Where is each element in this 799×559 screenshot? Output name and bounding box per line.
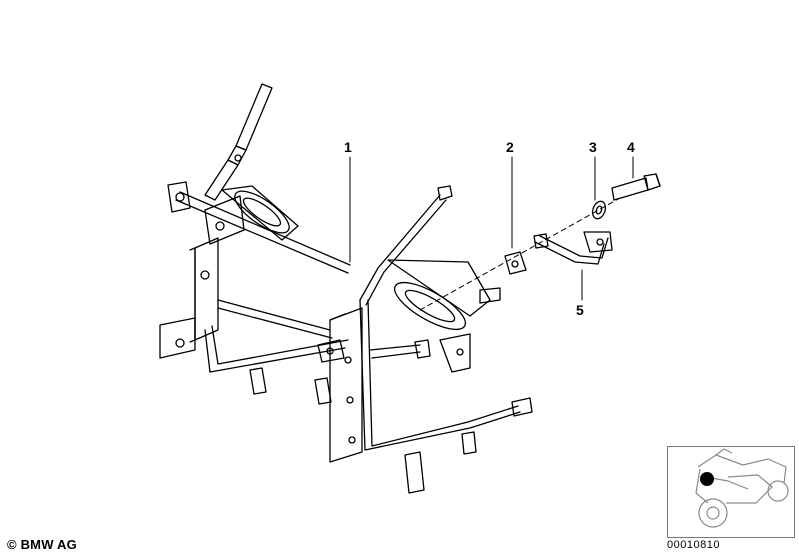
instrument-carrier-frame [159, 83, 533, 494]
motorcycle-icon [695, 448, 789, 528]
leader-lines [349, 156, 634, 311]
location-marker [700, 472, 714, 486]
callout-1: 1 [344, 139, 352, 155]
callout-4: 4 [627, 139, 635, 155]
clip-nut [504, 251, 527, 275]
hex-bolt [611, 173, 661, 201]
callout-5: 5 [576, 302, 584, 318]
copyright-text: © BMW AG [7, 537, 77, 552]
motorcycle-locator-thumbnail [667, 446, 795, 538]
image-number: 00010810 [667, 539, 720, 551]
washer [591, 200, 607, 220]
callout-2: 2 [506, 139, 514, 155]
callout-3: 3 [589, 139, 597, 155]
bracket [533, 231, 613, 265]
